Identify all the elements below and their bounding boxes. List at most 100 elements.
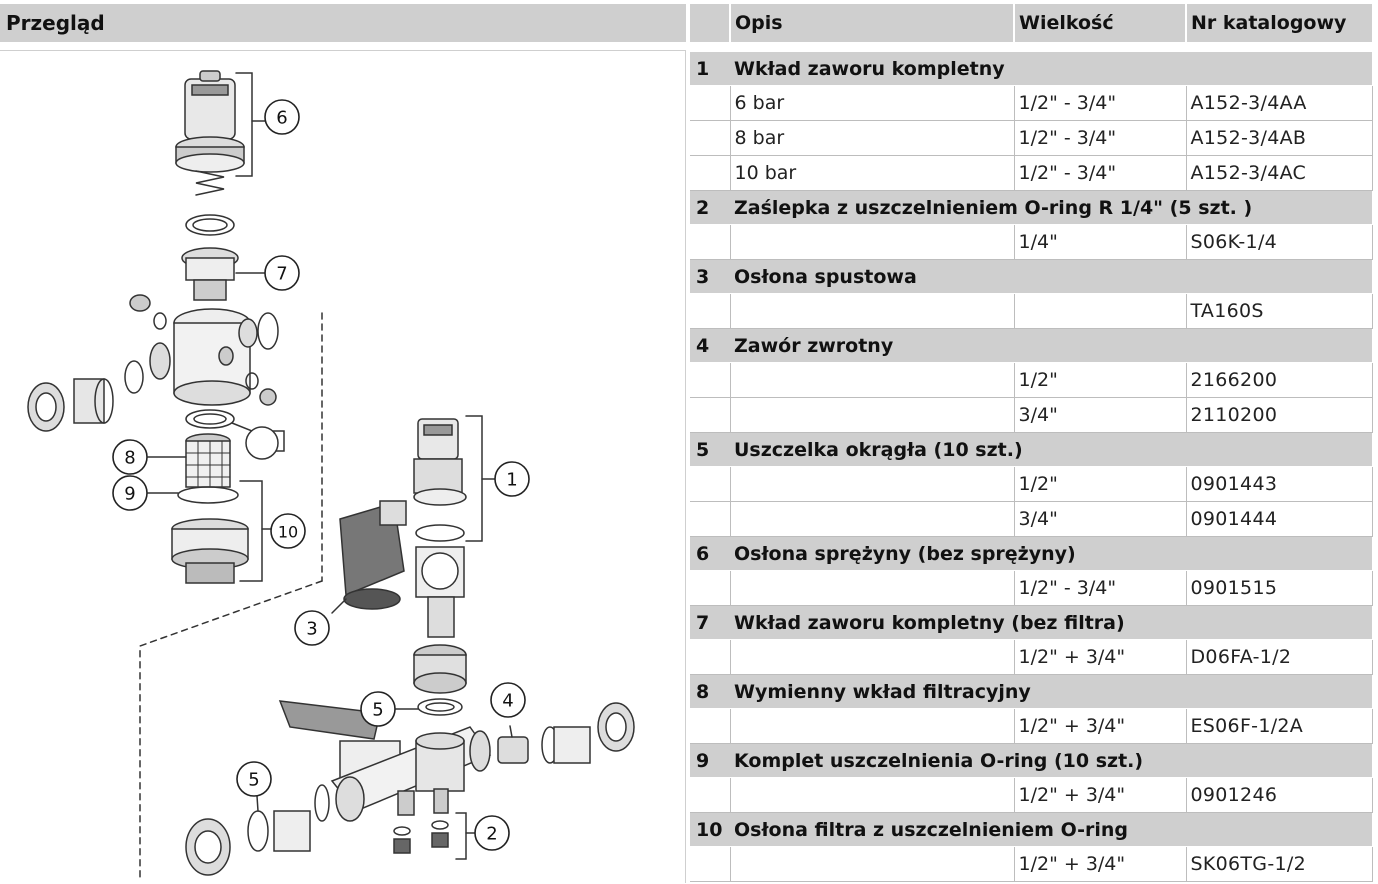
table-row: 1/2"0901443 [690, 466, 1373, 502]
group-title: Osłona filtra z uszczelnieniem O-ring [730, 812, 1372, 847]
row-catalog-number: 0901443 [1185, 466, 1373, 502]
table-row: 3/4"2110200 [690, 397, 1373, 433]
row-catalog-number: 0901444 [1185, 501, 1373, 537]
row-spacer-cell [690, 362, 731, 398]
row-description [729, 293, 1015, 329]
row-catalog-number: SK06TG-1/2 [1185, 846, 1373, 882]
row-description [729, 639, 1015, 675]
row-catalog-number: A152-3/4AA [1185, 85, 1373, 121]
callout-label-5-upper: 5 [372, 700, 383, 721]
group-title: Osłona sprężyny (bez sprężyny) [730, 536, 1372, 571]
overview-title: Przegląd [6, 11, 105, 35]
group-number: 7 [690, 605, 730, 640]
row-spacer-cell [690, 570, 731, 606]
valve-insert-part [181, 247, 239, 301]
exploded-view-svg: 6 7 8 9 10 1 3 5 4 5 2 [27, 70, 635, 882]
row-description [729, 708, 1015, 744]
callout-label-10: 10 [278, 523, 298, 542]
callout-3 [294, 610, 330, 646]
group-number: 2 [690, 190, 730, 225]
row-catalog-number: 0901246 [1185, 777, 1373, 813]
row-catalog-number: 0901515 [1185, 570, 1373, 606]
row-spacer-cell [690, 466, 731, 502]
callout-label-2: 2 [486, 824, 497, 845]
row-size: 1/2" - 3/4" [1013, 85, 1187, 121]
group-number: 9 [690, 743, 730, 778]
header-description: Opis [729, 4, 1014, 42]
callout-1 [494, 461, 530, 497]
group-title: Wymienny wkład filtracyjny [730, 674, 1372, 709]
group-number: 6 [690, 536, 730, 571]
row-catalog-number: A152-3/4AC [1185, 155, 1373, 191]
row-description [729, 466, 1015, 502]
row-spacer-cell [690, 155, 731, 191]
callout-label-6: 6 [276, 108, 287, 129]
table-row: 1/2" + 3/4"D06FA-1/2 [690, 639, 1373, 675]
exploded-view-drawing: 6 7 8 9 10 1 3 5 4 5 2 [0, 50, 686, 883]
row-size [1013, 293, 1187, 329]
row-catalog-number: TA160S [1185, 293, 1373, 329]
row-catalog-number: ES06F-1/2A [1185, 708, 1373, 744]
row-size: 1/2" [1013, 466, 1187, 502]
callout-8 [112, 439, 148, 475]
row-spacer-cell [690, 224, 731, 260]
ball-valve-body-part [278, 700, 492, 822]
table-row: 1/2"2166200 [690, 362, 1373, 398]
callout-label-7: 7 [276, 264, 287, 285]
callout-2 [474, 815, 510, 851]
row-description [729, 501, 1015, 537]
row-size: 1/2" + 3/4" [1013, 846, 1187, 882]
callout-6 [264, 99, 300, 135]
row-size: 1/2" - 3/4" [1013, 120, 1187, 156]
table-row: TA160S [690, 293, 1373, 329]
row-size: 1/2" - 3/4" [1013, 570, 1187, 606]
callout-5-upper [360, 691, 396, 727]
callout-label-9: 9 [124, 484, 135, 505]
row-description: 6 bar [729, 85, 1015, 121]
row-size: 1/2" [1013, 362, 1187, 398]
header-num [690, 4, 730, 42]
table-row: 1/2" - 3/4"0901515 [690, 570, 1373, 606]
group-number: 5 [690, 432, 730, 467]
row-spacer-cell [690, 639, 731, 675]
group-title: Osłona spustowa [730, 259, 1372, 294]
filter-bowl-part [171, 518, 249, 584]
group-number: 4 [690, 328, 730, 363]
row-catalog-number: A152-3/4AB [1185, 120, 1373, 156]
overview-header: Przegląd [0, 4, 686, 42]
callout-label-8: 8 [124, 448, 135, 469]
row-catalog-number: 2166200 [1185, 362, 1373, 398]
table-row: 1/2" + 3/4"ES06F-1/2A [690, 708, 1373, 744]
group-number: 8 [690, 674, 730, 709]
row-description [729, 362, 1015, 398]
row-size: 3/4" [1013, 501, 1187, 537]
row-description [729, 570, 1015, 606]
table-row: 1/2" + 3/4"0901246 [690, 777, 1373, 813]
row-size: 1/2" + 3/4" [1013, 708, 1187, 744]
row-spacer-cell [690, 846, 731, 882]
group-number: 10 [690, 812, 730, 847]
group-title: Wkład zaworu kompletny [730, 52, 1372, 86]
row-catalog-number: D06FA-1/2 [1185, 639, 1373, 675]
callout-9 [112, 475, 148, 511]
row-description [729, 777, 1015, 813]
table-row: 1/2" + 3/4"SK06TG-1/2 [690, 846, 1373, 882]
drain-cover-part [339, 500, 407, 610]
row-size: 3/4" [1013, 397, 1187, 433]
group-title: Wkład zaworu kompletny (bez filtra) [730, 605, 1372, 640]
callout-label-5-lower: 5 [248, 770, 259, 791]
group-number: 3 [690, 259, 730, 294]
group-title: Zaślepka z uszczelnieniem O-ring R 1/4" … [730, 190, 1372, 225]
row-spacer-cell [690, 397, 731, 433]
callout-label-1: 1 [506, 470, 517, 491]
